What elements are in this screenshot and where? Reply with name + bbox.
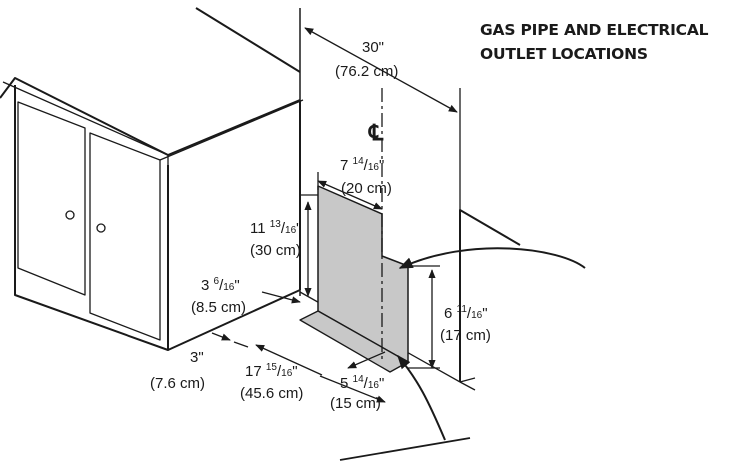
title-line-2: OUTLET LOCATIONS xyxy=(480,45,648,63)
depth-label: 17 15/16" xyxy=(245,362,298,380)
lower-height-metric: (17 cm) xyxy=(440,327,491,344)
floor-width-label: 5 14/16" xyxy=(340,374,384,392)
depth-metric: (45.6 cm) xyxy=(240,385,303,402)
width-imperial: 30" xyxy=(362,39,384,56)
dimension-labels: 30" (76.2 cm) ℄ 7 14/16" (20 cm) 11 13/1… xyxy=(150,39,491,412)
gas-pipe-arrow xyxy=(397,354,446,441)
offset-wall-imperial: 3" xyxy=(190,349,204,366)
offset-side-metric: (8.5 cm) xyxy=(191,299,246,316)
cutout-width-metric: (20 cm) xyxy=(341,180,392,197)
width-metric: (76.2 cm) xyxy=(335,63,398,80)
cutout-width-label: 7 14/16" xyxy=(340,156,384,174)
cutout-height-label: 11 13/16" xyxy=(250,219,302,237)
electrical-outlet-arrow xyxy=(398,247,586,269)
floor-width-metric: (15 cm) xyxy=(330,395,381,412)
floor-cutout-area xyxy=(299,310,409,373)
lower-height-label: 6 11/16" xyxy=(444,304,488,322)
centerline-symbol: ℄ xyxy=(368,120,384,145)
title-line-1: GAS PIPE AND ELECTRICAL xyxy=(480,21,709,39)
door-knob-right xyxy=(96,223,106,233)
diagram-title: GAS PIPE AND ELECTRICAL OUTLET LOCATIONS xyxy=(480,18,752,66)
offset-side-label: 3 6/16" xyxy=(201,276,240,294)
door-knob-left xyxy=(65,210,75,220)
offset-wall-metric: (7.6 cm) xyxy=(150,375,205,392)
cutout-height-metric: (30 cm) xyxy=(250,242,301,259)
width-dimension-line xyxy=(304,27,458,113)
cabinet xyxy=(0,77,304,351)
